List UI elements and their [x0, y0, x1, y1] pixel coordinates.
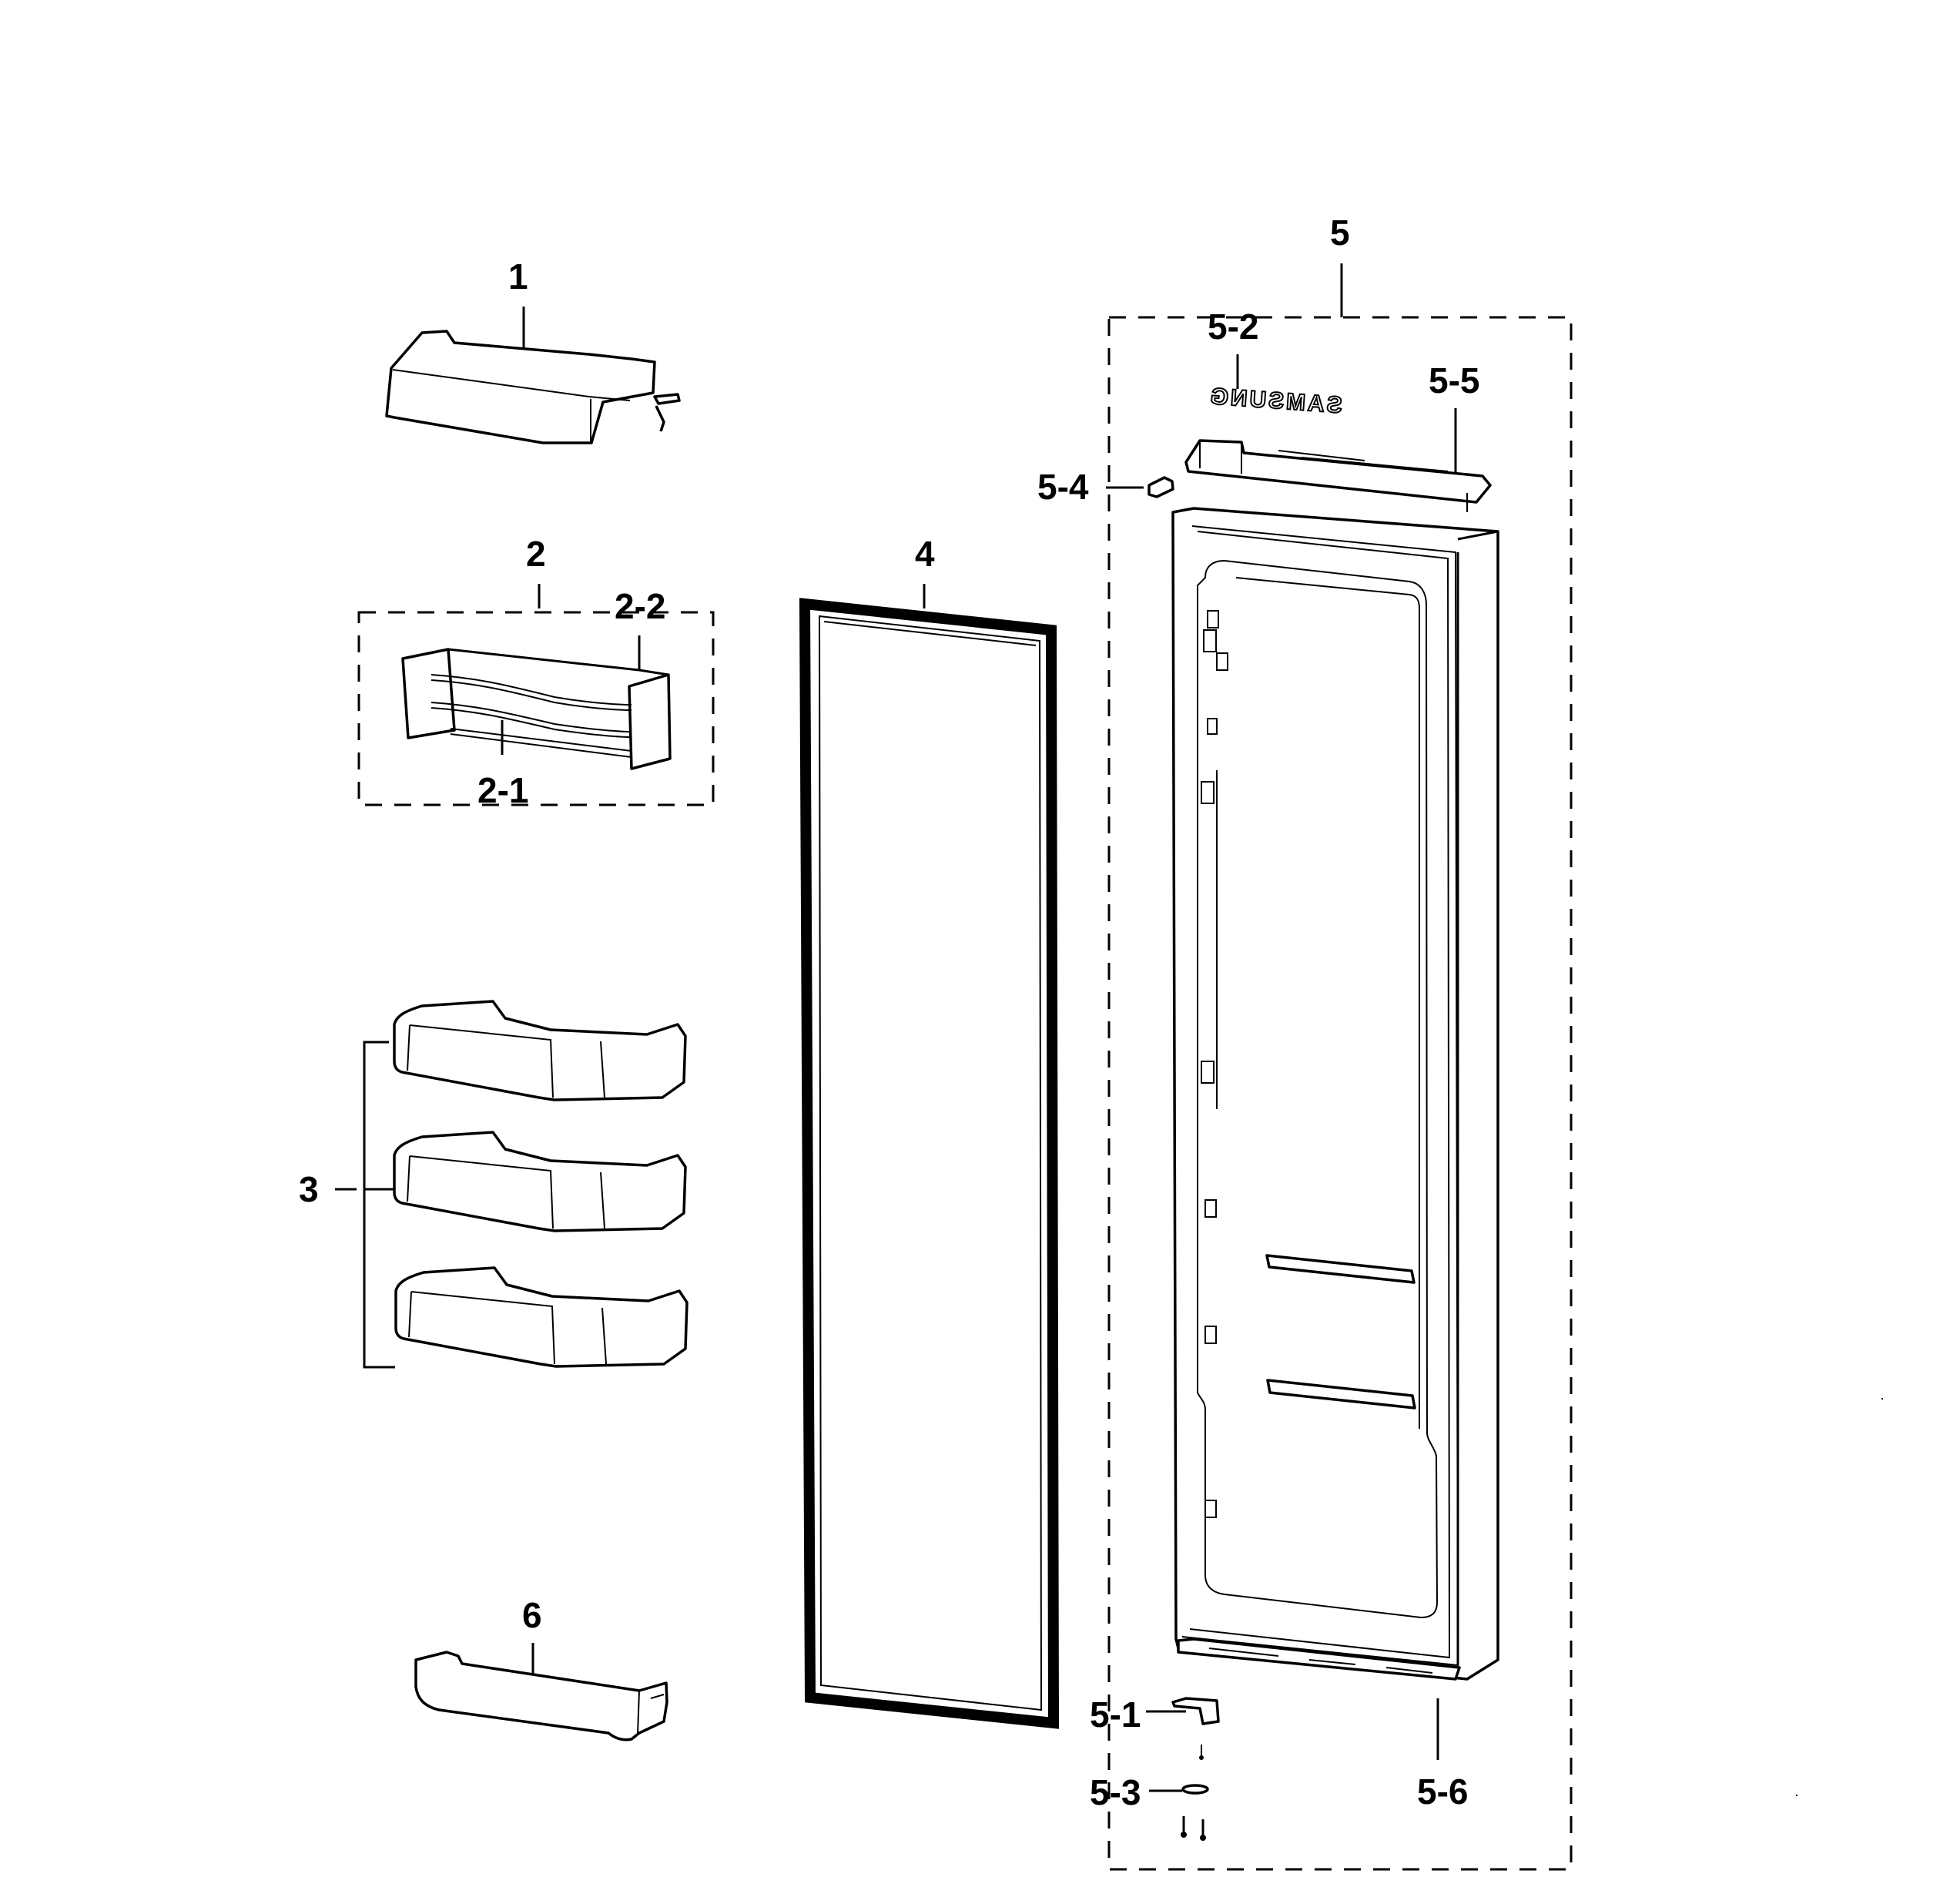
part-4-gasket-lip	[823, 621, 1037, 646]
artifact-dot	[1881, 1398, 1883, 1400]
label-3: 3	[299, 1169, 319, 1209]
part-3-bin-a-edges	[407, 1024, 605, 1098]
label-1: 1	[508, 256, 528, 297]
part-6-edges	[637, 1690, 665, 1735]
part-3-bin-c	[394, 1266, 689, 1368]
part-1-upper-bin: 1	[385, 256, 681, 444]
part-5-door-body	[1171, 507, 1499, 1681]
label-5-1: 5-1	[1090, 1694, 1141, 1735]
label-2: 2	[526, 534, 546, 574]
label-5-6: 5-6	[1417, 1772, 1468, 1812]
part-3-bin-c-body	[394, 1266, 689, 1368]
part-3-bin-a	[393, 1000, 687, 1101]
part-2-guard-assembly: 2 2-2 2-1	[357, 534, 715, 810]
label-5-3: 5-3	[1090, 1772, 1141, 1812]
part-5-5-slots	[1278, 450, 1449, 472]
part-5-liner-rib-lower	[1266, 1379, 1416, 1410]
part-2-bottom-rails	[450, 728, 632, 758]
part-5-door-inner-edge-2	[1189, 531, 1451, 1659]
part-1-edge	[392, 369, 631, 401]
part-6-bottom-bin: 6	[414, 1595, 668, 1741]
part-1-clip	[653, 393, 681, 432]
clip	[1207, 610, 1219, 629]
clip	[1201, 781, 1215, 804]
part-2-left-end	[401, 648, 456, 739]
part-5-door-liner	[1197, 559, 1439, 1619]
artifact-dot	[1796, 1795, 1798, 1796]
label-5: 5	[1330, 213, 1350, 253]
part-3-bin-b-body	[393, 1131, 687, 1232]
part-3-bin-b	[393, 1131, 687, 1232]
part-2-1-wire-lower-b	[431, 707, 632, 738]
part-4-gasket-inner	[818, 615, 1043, 1711]
label-4: 4	[915, 534, 935, 574]
label-5-4: 5-4	[1037, 467, 1089, 507]
part-2-1-wire-upper-b	[431, 679, 632, 711]
screw-head	[1199, 1755, 1204, 1760]
part-5-4-stopper	[1148, 476, 1174, 498]
part-5-liner-rib-upper	[1265, 1254, 1416, 1284]
part-3-bin-a-body	[393, 1000, 687, 1101]
label-5-2: 5-2	[1208, 307, 1258, 347]
label-5-5: 5-5	[1429, 360, 1479, 401]
part-4-gasket-outer	[799, 598, 1060, 1729]
part-5-1-hinge-bracket	[1171, 1697, 1220, 1725]
clip	[1204, 1326, 1217, 1344]
part-5-liner-clips	[1201, 610, 1228, 1518]
part-5-3-screws	[1182, 1816, 1204, 1836]
part-2-right-end	[628, 673, 672, 770]
part-2-1-wire-upper	[431, 674, 632, 706]
group-box-5	[1107, 316, 1573, 1871]
part-6-body	[414, 1651, 668, 1741]
bracket-3	[363, 1041, 395, 1369]
part-2-rim	[447, 648, 669, 676]
part-2-1-wire-lower	[431, 702, 632, 732]
part-5-6-detail	[1208, 1648, 1433, 1674]
screw-head	[1181, 1832, 1187, 1838]
clip	[1204, 1500, 1217, 1518]
clip	[1201, 1061, 1215, 1084]
part-5-door-side	[1456, 530, 1499, 1665]
part-5-2-logo-badge: SAMSUNG	[1208, 384, 1343, 418]
part-5-6-lower-cap	[1177, 1638, 1461, 1681]
screw-head	[1200, 1835, 1206, 1841]
clip	[1203, 629, 1217, 652]
part-4-gasket: 4	[799, 534, 1060, 1729]
part-5-door-assembly: 5 5-2 SAMSUNG 5-5 5-4	[1037, 213, 1573, 1871]
part-3-bin-b-edges	[407, 1155, 605, 1229]
part-3-bin-c-edges	[408, 1291, 607, 1365]
part-5-door-liner-inner	[1235, 577, 1420, 1429]
label-2-1: 2-1	[477, 770, 528, 810]
part-5-5-edges	[1199, 441, 1468, 512]
label-2-2: 2-2	[615, 586, 665, 626]
part-3-bins: 3	[299, 1000, 689, 1369]
clip	[1204, 1199, 1217, 1218]
part-5-3-washer	[1181, 1784, 1209, 1795]
clip	[1207, 718, 1218, 735]
label-6: 6	[522, 1595, 542, 1635]
clip	[1216, 652, 1228, 671]
group-box-2	[357, 611, 715, 806]
